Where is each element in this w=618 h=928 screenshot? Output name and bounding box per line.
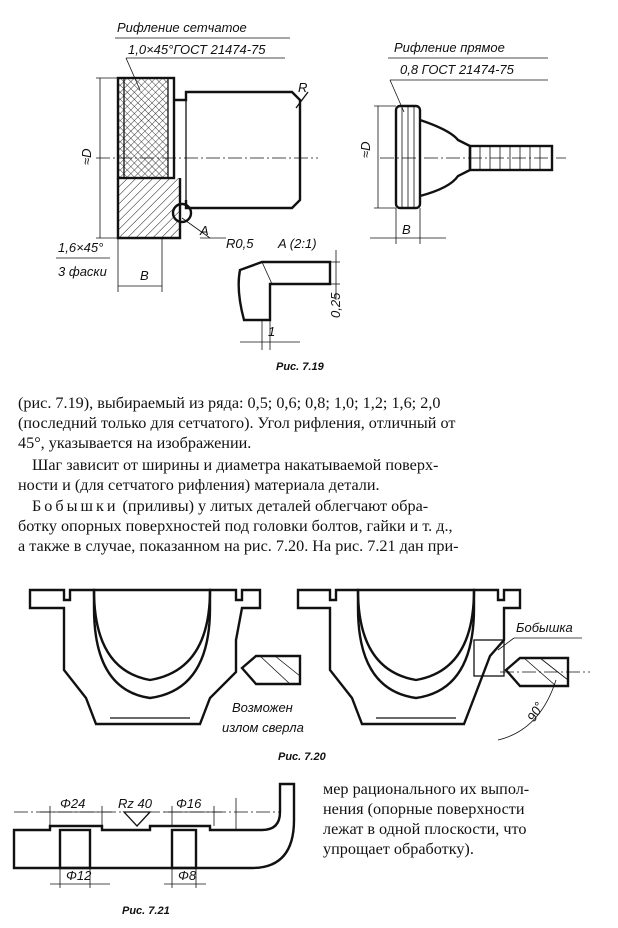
paragraph-3: Бобышки (приливы) у литых деталей облегч…: [18, 497, 459, 555]
casting-right: [296, 588, 522, 726]
dim-025-label: 0,25: [328, 292, 343, 318]
knurl-mesh-spec: 1,0×45°ГОСТ 21474-75: [128, 42, 266, 57]
radius-05-label: R0,5: [226, 236, 254, 251]
dim-d24: Φ24: [60, 796, 85, 811]
detail-a-section: [237, 260, 332, 322]
knurl-straight-label: Рифление прямое: [394, 40, 505, 55]
knurled-head: [118, 78, 168, 178]
paragraph-2: Шаг зависит от ширины и диаметра накатыв…: [18, 456, 439, 494]
drill-break-label-1: Возможен: [232, 700, 293, 715]
boss: [473, 639, 505, 677]
term-boss: Бобышки: [32, 497, 119, 515]
casting-left: [28, 588, 262, 726]
caption-7-19: Рис. 7.19: [276, 361, 325, 373]
dim-d12: Φ12: [66, 868, 92, 883]
knurl-straight-spec: 0,8 ГОСТ 21474-75: [400, 62, 515, 77]
knurl-mesh-label: Рифление сетчатое: [117, 20, 247, 35]
section-hatch: [118, 178, 180, 238]
section-a-label: A: [199, 223, 209, 238]
rz-label: Rz 40: [118, 796, 153, 811]
dim-d16: Φ16: [176, 796, 202, 811]
drill-right: [504, 656, 570, 688]
dim-d8: Φ8: [178, 868, 197, 883]
angle-90-label: 90°: [524, 699, 547, 724]
diameter-right-label: ≈D: [358, 141, 373, 158]
figure-7-19: Рифление сетчатое 1,0×45°ГОСТ 21474-75 R…: [56, 20, 566, 373]
dim-1-label: 1: [268, 324, 275, 339]
detail-a-label: A (2:1): [277, 236, 317, 251]
drill-break-label-2: излом сверла: [222, 720, 304, 735]
figure-7-20: Возможен излом сверла Бобышка 90° Рис. 7…: [28, 588, 590, 763]
width-right-label: B: [402, 222, 411, 237]
part-section: [12, 782, 296, 870]
width-left-label: B: [140, 268, 149, 283]
chamfer-note: 3 фаски: [58, 264, 107, 279]
caption-7-20: Рис. 7.20: [278, 751, 327, 763]
radius-label: R: [298, 80, 307, 95]
boss-label: Бобышка: [516, 620, 573, 635]
paragraph-1: (рис. 7.19), выбираемый из ряда: 0,5; 0,…: [18, 394, 456, 452]
figure-7-21: Φ24 Rz 40 Φ16 Φ12 Φ8 Рис. 7.21: [12, 782, 296, 917]
diameter-left-label: ≈D: [79, 148, 94, 165]
caption-7-21: Рис. 7.21: [122, 905, 170, 917]
drill-left: [240, 654, 302, 686]
side-paragraph: мер рационального их выпол- нения (опорн…: [323, 780, 530, 858]
chamfer-label: 1,6×45°: [58, 240, 103, 255]
